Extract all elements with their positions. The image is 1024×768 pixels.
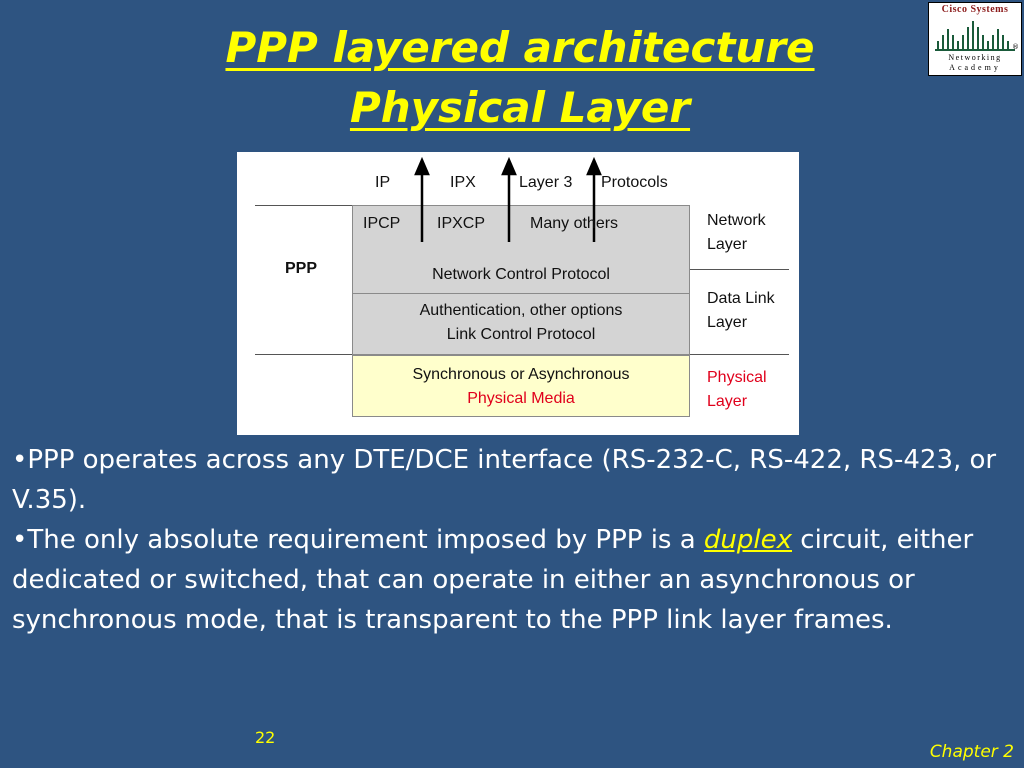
layer-network-line2: Layer <box>707 236 748 253</box>
slide-title: PPP layered architecture <box>225 23 815 72</box>
registered-icon: ® <box>1012 43 1019 51</box>
layer-network-line1: Network <box>707 212 766 229</box>
ncp-item-ipcp: IPCP <box>363 215 401 232</box>
layer-physical-line1: Physical <box>707 369 767 386</box>
phys-media-label: Physical Media <box>467 390 575 407</box>
ppp-stack-box <box>352 205 690 355</box>
protocol-label: Protocols <box>601 174 668 191</box>
arrow-up-icon <box>586 156 602 176</box>
layer-datalink-line1: Data Link <box>707 290 775 307</box>
ppp-layer-diagram: IP IPX Layer 3 Protocols IPCP IPXCP Many… <box>237 152 799 435</box>
duplex-emphasis: duplex <box>703 525 793 555</box>
protocol-label: IPX <box>450 174 476 191</box>
page-number: 22 <box>255 728 276 747</box>
bullet-list: •PPP operates across any DTE/DCE interfa… <box>12 440 1012 640</box>
lcp-label: Link Control Protocol <box>446 326 596 343</box>
protocol-label: Layer 3 <box>519 174 573 191</box>
ncp-label: Network Control Protocol <box>432 266 610 283</box>
protocol-label: IP <box>375 174 391 191</box>
logo-line-academy: Academy <box>949 63 1001 72</box>
phys-line1: Synchronous or Asynchronous <box>412 366 630 383</box>
logo-brand: Cisco Systems <box>941 4 1009 15</box>
layer-physical-line2: Layer <box>707 393 748 410</box>
slide-subtitle: Physical Layer <box>349 83 691 132</box>
cisco-networking-academy-logo: Cisco Systems Networking Academy ® <box>928 2 1022 76</box>
lcp-line1: Authentication, other options <box>419 302 623 319</box>
logo-line-networking: Networking <box>948 53 1002 62</box>
ncp-item-others: Many others <box>530 215 619 232</box>
bullet-item: •PPP operates across any DTE/DCE interfa… <box>12 445 997 515</box>
arrow-up-icon <box>414 156 430 176</box>
cisco-bridge-icon <box>935 21 1015 51</box>
chapter-label: Chapter 2 <box>929 742 1014 762</box>
arrow-up-icon <box>501 156 517 176</box>
ncp-item-ipxcp: IPXCP <box>437 215 486 232</box>
separator-network-datalink <box>689 269 789 270</box>
physical-media-box <box>352 355 690 417</box>
bullet-item: •The only absolute requirement imposed b… <box>12 520 1012 640</box>
bullet-text: •The only absolute requirement imposed b… <box>12 525 704 555</box>
layer-datalink-line2: Layer <box>707 314 748 331</box>
protocol-arrows <box>414 156 602 242</box>
bullet-text: circuit, either dedicated or switched, t… <box>12 525 974 635</box>
separator-ncp-lcp <box>352 293 690 294</box>
ppp-label: PPP <box>285 260 318 277</box>
